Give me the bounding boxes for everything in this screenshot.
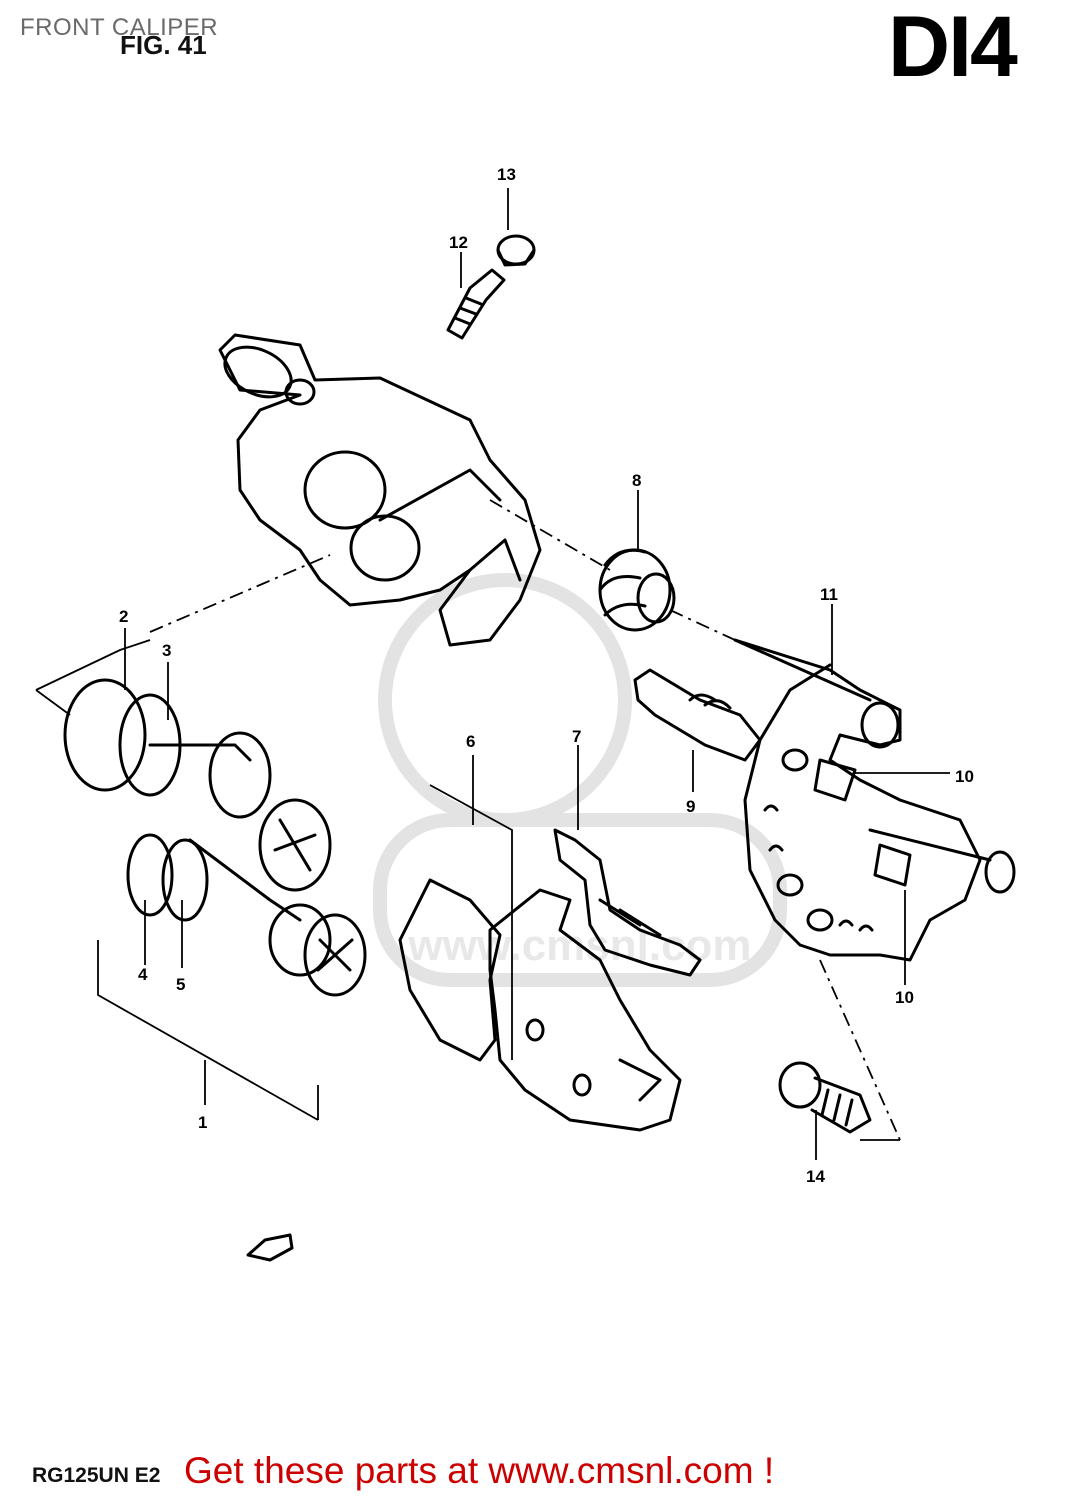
callout-7: 7 xyxy=(572,727,581,746)
leader-lines xyxy=(35,188,950,1160)
direction-arrow-icon xyxy=(246,1233,294,1262)
mounting-bolt xyxy=(778,1061,872,1134)
callout-13: 13 xyxy=(497,165,516,184)
callout-numbers: 2 3 4 5 1 6 7 8 9 10 10 11 12 13 14 xyxy=(119,165,974,1186)
page-title: FRONT CALIPER xyxy=(20,14,219,41)
callout-14: 14 xyxy=(806,1167,825,1186)
model-code: RG125UN E2 xyxy=(32,1464,161,1487)
callout-8: 8 xyxy=(632,471,641,490)
watermark-logo xyxy=(373,573,787,987)
callout-5: 5 xyxy=(176,975,185,994)
caliper-bracket xyxy=(733,638,1016,962)
callout-4: 4 xyxy=(138,965,148,984)
callout-2: 2 xyxy=(119,607,128,626)
bleeder-cap xyxy=(496,234,536,267)
callout-10-upper: 10 xyxy=(955,767,974,786)
figure-label: FIG. 41 xyxy=(120,30,207,60)
brake-pad xyxy=(398,878,682,1132)
callout-3: 3 xyxy=(162,641,171,660)
diagram-code: DI4 xyxy=(888,0,1018,95)
guide-pin xyxy=(633,668,762,762)
callout-10-lower: 10 xyxy=(895,988,914,1007)
caliper-body xyxy=(218,333,542,647)
callout-12: 12 xyxy=(449,233,468,252)
bleeder-screw xyxy=(446,268,506,340)
callout-1: 1 xyxy=(198,1113,207,1132)
callout-9: 9 xyxy=(686,797,695,816)
callout-6: 6 xyxy=(466,732,475,751)
callout-11: 11 xyxy=(820,585,838,604)
pad-spring xyxy=(553,828,702,977)
piston-assembly xyxy=(63,678,367,997)
promo-link[interactable]: Get these parts at www.cmsnl.com ! xyxy=(184,1450,775,1491)
dust-boot xyxy=(598,548,676,632)
